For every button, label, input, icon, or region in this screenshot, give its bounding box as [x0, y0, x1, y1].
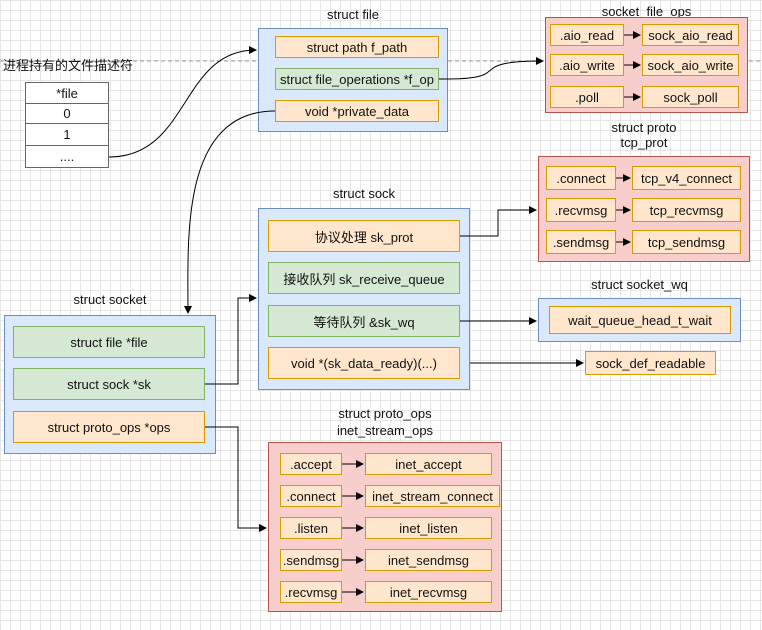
struct-proto-ops-title: struct proto_ops [338, 406, 432, 421]
tcp-recvmsg-field: .recvmsg [546, 198, 616, 222]
struct-file-title: struct file [326, 7, 379, 22]
sk-wq-field: 等待队列 &sk_wq [268, 305, 460, 337]
fd-cell-file: *file [25, 82, 109, 104]
sock-def-readable: sock_def_readable [585, 351, 716, 375]
f-path-field: struct path f_path [275, 36, 439, 58]
tcp-recvmsg: tcp_recvmsg [632, 198, 741, 222]
inet-stream-connect: inet_stream_connect [365, 485, 500, 507]
tcp-v4-connect: tcp_v4_connect [632, 166, 741, 190]
sk-receive-queue-field: 接收队列 sk_receive_queue [268, 262, 460, 294]
inet-sendmsg-field: .sendmsg [280, 549, 342, 571]
inet-accept: inet_accept [365, 453, 492, 475]
fd-title: 进程持有的文件描述符 [3, 58, 134, 73]
aio-read-field: .aio_read [550, 24, 624, 46]
inet-stream-ops-title: inet_stream_ops [336, 423, 434, 438]
tcp-sendmsg: tcp_sendmsg [632, 230, 741, 254]
struct-sock-title: struct sock [332, 186, 396, 201]
private-data-field: void *private_data [275, 100, 439, 122]
socket-file-ops-title: socket_file_ops [601, 4, 692, 19]
struct-socket-wq-title: struct socket_wq [591, 277, 688, 292]
sk-data-ready-field: void *(sk_data_ready)(...) [268, 347, 460, 379]
poll-field: .poll [550, 86, 624, 108]
sock-aio-read: sock_aio_read [642, 24, 739, 46]
sk-prot-field: 协议处理 sk_prot [268, 220, 460, 252]
fd-cell-1: 1 [25, 124, 109, 146]
fd-cell-more: .... [25, 146, 109, 168]
sock-aio-write: sock_aio_write [642, 54, 739, 76]
struct-proto-title: struct proto [611, 120, 677, 135]
inet-recvmsg-field: .recvmsg [280, 581, 342, 603]
f-op-field: struct file_operations *f_op [275, 68, 439, 90]
tcp-sendmsg-field: .sendmsg [546, 230, 616, 254]
arrow-skprot-to-tcp [460, 206, 537, 237]
inet-sendmsg: inet_sendmsg [365, 549, 492, 571]
inet-connect-field: .connect [280, 485, 342, 507]
aio-write-field: .aio_write [550, 54, 624, 76]
socket-sk-field: struct sock *sk [13, 368, 205, 400]
inet-listen-field: .listen [280, 517, 342, 539]
tcp-prot-title: tcp_prot [620, 135, 668, 150]
fd-cell-0: 0 [25, 104, 109, 124]
socket-file-field: struct file *file [13, 326, 205, 358]
arrow-fop-to-ops [438, 57, 544, 80]
sock-poll: sock_poll [642, 86, 739, 108]
wait-queue-head: wait_queue_head_t_wait [549, 306, 731, 334]
inet-recvmsg: inet_recvmsg [365, 581, 492, 603]
socket-ops-field: struct proto_ops *ops [13, 411, 205, 443]
inet-accept-field: .accept [280, 453, 342, 475]
tcp-connect-field: .connect [546, 166, 616, 190]
struct-socket-title: struct socket [73, 292, 147, 307]
inet-listen: inet_listen [365, 517, 492, 539]
